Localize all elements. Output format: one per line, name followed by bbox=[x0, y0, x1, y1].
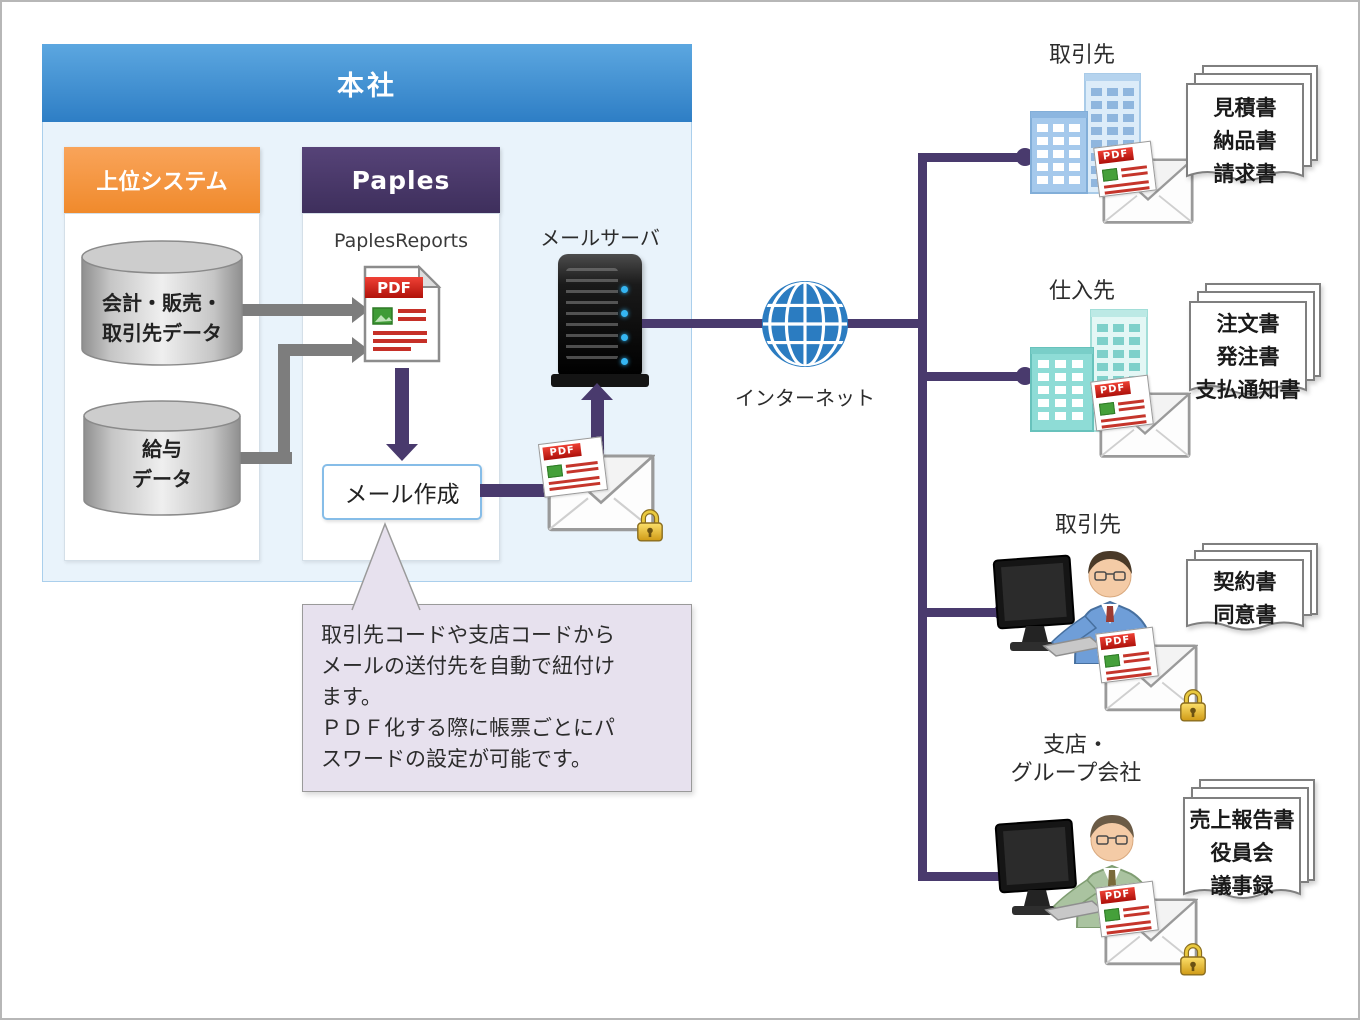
monitor-icon bbox=[994, 818, 1077, 915]
data-flow-arrow2-riser bbox=[278, 344, 290, 464]
connector-endpoint-dot bbox=[1016, 148, 1034, 166]
paples-reports-label: PaplesReports bbox=[333, 230, 469, 252]
server-vents bbox=[566, 268, 618, 360]
office-building-icon bbox=[1030, 73, 1141, 194]
callout-box: 取引先コードや支店コードから メールの送付先を自動で紐付け ます。 ＰＤＦ化する… bbox=[302, 604, 692, 792]
server-led bbox=[621, 334, 628, 341]
database-cylinder-icon bbox=[81, 240, 243, 366]
pdf-badge: PDF bbox=[1094, 380, 1131, 399]
data-flow-arrow-shaft bbox=[240, 304, 354, 316]
connector-branch-1 bbox=[918, 153, 1026, 162]
recipient-label: 取引先 bbox=[1048, 43, 1115, 68]
pdf-badge: PDF bbox=[1099, 886, 1136, 905]
document-titles: 見積書 納品書 請求書 bbox=[1213, 96, 1277, 186]
server-led bbox=[621, 358, 628, 365]
image-thumbnail-icon bbox=[1103, 907, 1121, 922]
connector-branch-4 bbox=[918, 872, 1010, 881]
connector-branch-2 bbox=[918, 372, 1026, 381]
upper-system-header: 上位システム bbox=[64, 147, 260, 213]
head-office-title: 本社 bbox=[337, 70, 397, 102]
document-pages-icon bbox=[1183, 779, 1315, 899]
database-cylinder-icon bbox=[83, 400, 241, 516]
connector-globe-trunk bbox=[847, 319, 927, 328]
pdf-mail-attachment: PDF bbox=[537, 436, 663, 542]
document-pages-icon bbox=[1189, 283, 1321, 395]
pdf-card: PDF bbox=[1095, 626, 1159, 684]
document-stack: 売上報告書 役員会 議事録 bbox=[1182, 778, 1318, 916]
head-office-header: 本社 bbox=[42, 44, 692, 122]
connector-branch-3 bbox=[918, 608, 1004, 617]
recipient-label: 支店・ グループ会社 bbox=[1010, 733, 1142, 786]
recipient-label: 取引先 bbox=[1054, 513, 1121, 538]
document-stack: 契約書 同意書 bbox=[1185, 542, 1321, 646]
pdf-card: PDF bbox=[1095, 880, 1159, 938]
image-thumbnail-icon bbox=[1098, 401, 1116, 416]
connector-server-globe bbox=[642, 319, 764, 328]
pdf-badge: PDF bbox=[377, 279, 411, 297]
pdf-to-mailcreate-arrowhead bbox=[386, 444, 418, 461]
internet-label: インターネット bbox=[735, 386, 875, 410]
callout-text: 取引先コードや支店コードから メールの送付先を自動で紐付け ます。 ＰＤＦ化する… bbox=[321, 623, 615, 771]
pdf-mail-attachment: PDF bbox=[1090, 374, 1191, 458]
envelope-to-server-arrowhead bbox=[581, 383, 613, 400]
paples-title: Paples bbox=[351, 165, 451, 195]
database-label: 会計・販売・ 取引先データ bbox=[102, 291, 222, 345]
server-led bbox=[621, 310, 628, 317]
database-label: 給与 データ bbox=[132, 437, 192, 491]
pdf-badge: PDF bbox=[1099, 632, 1136, 651]
pdf-document-icon: PDF bbox=[363, 264, 442, 363]
monitor-icon bbox=[992, 554, 1075, 651]
document-titles: 契約書 同意書 bbox=[1213, 570, 1277, 627]
mail-create-box: メール作成 bbox=[322, 464, 482, 520]
image-thumbnail-icon bbox=[1101, 167, 1119, 182]
mail-server-icon bbox=[558, 254, 642, 376]
internet-globe-icon bbox=[761, 280, 849, 368]
padlock-icon bbox=[1180, 943, 1206, 976]
mail-server-base bbox=[551, 374, 649, 387]
padlock-icon bbox=[1180, 689, 1206, 722]
document-stack: 注文書 発注書 支払通知書 bbox=[1188, 282, 1324, 412]
pdf-to-mailcreate-arrow-shaft bbox=[395, 368, 409, 446]
pdf-card: PDF bbox=[1090, 374, 1154, 432]
mail-create-label: メール作成 bbox=[344, 482, 460, 508]
connector-trunk bbox=[918, 153, 927, 881]
pdf-mail-attachment: PDF bbox=[1093, 140, 1194, 224]
paples-header: Paples bbox=[302, 147, 500, 213]
data-flow-arrow2-top bbox=[278, 344, 354, 356]
recipient-label: 仕入先 bbox=[1048, 279, 1115, 304]
image-thumbnail-icon bbox=[546, 464, 564, 479]
pdf-card: PDF bbox=[1093, 140, 1157, 198]
person-at-computer-icon bbox=[992, 551, 1155, 664]
pdf-mail-attachment: PDF bbox=[1095, 880, 1206, 976]
pdf-badge: PDF bbox=[542, 442, 583, 461]
document-titles: 売上報告書 役員会 議事録 bbox=[1189, 808, 1295, 898]
upper-system-title: 上位システム bbox=[96, 170, 228, 195]
callout-pointer bbox=[351, 522, 421, 611]
image-thumbnail-icon bbox=[1103, 653, 1121, 668]
document-titles: 注文書 発注書 支払通知書 bbox=[1195, 312, 1301, 402]
document-pages-icon bbox=[1186, 543, 1318, 631]
pdf-badge: PDF bbox=[1097, 146, 1134, 165]
server-led bbox=[621, 286, 628, 293]
connector-endpoint-dot bbox=[1016, 367, 1034, 385]
document-stack: 見積書 納品書 請求書 bbox=[1185, 64, 1321, 198]
padlock-icon bbox=[637, 509, 663, 542]
pdf-mail-attachment: PDF bbox=[1095, 626, 1206, 722]
pdf-card: PDF bbox=[537, 436, 609, 498]
document-pages-icon bbox=[1186, 65, 1318, 181]
mail-server-label: メールサーバ bbox=[540, 226, 660, 250]
